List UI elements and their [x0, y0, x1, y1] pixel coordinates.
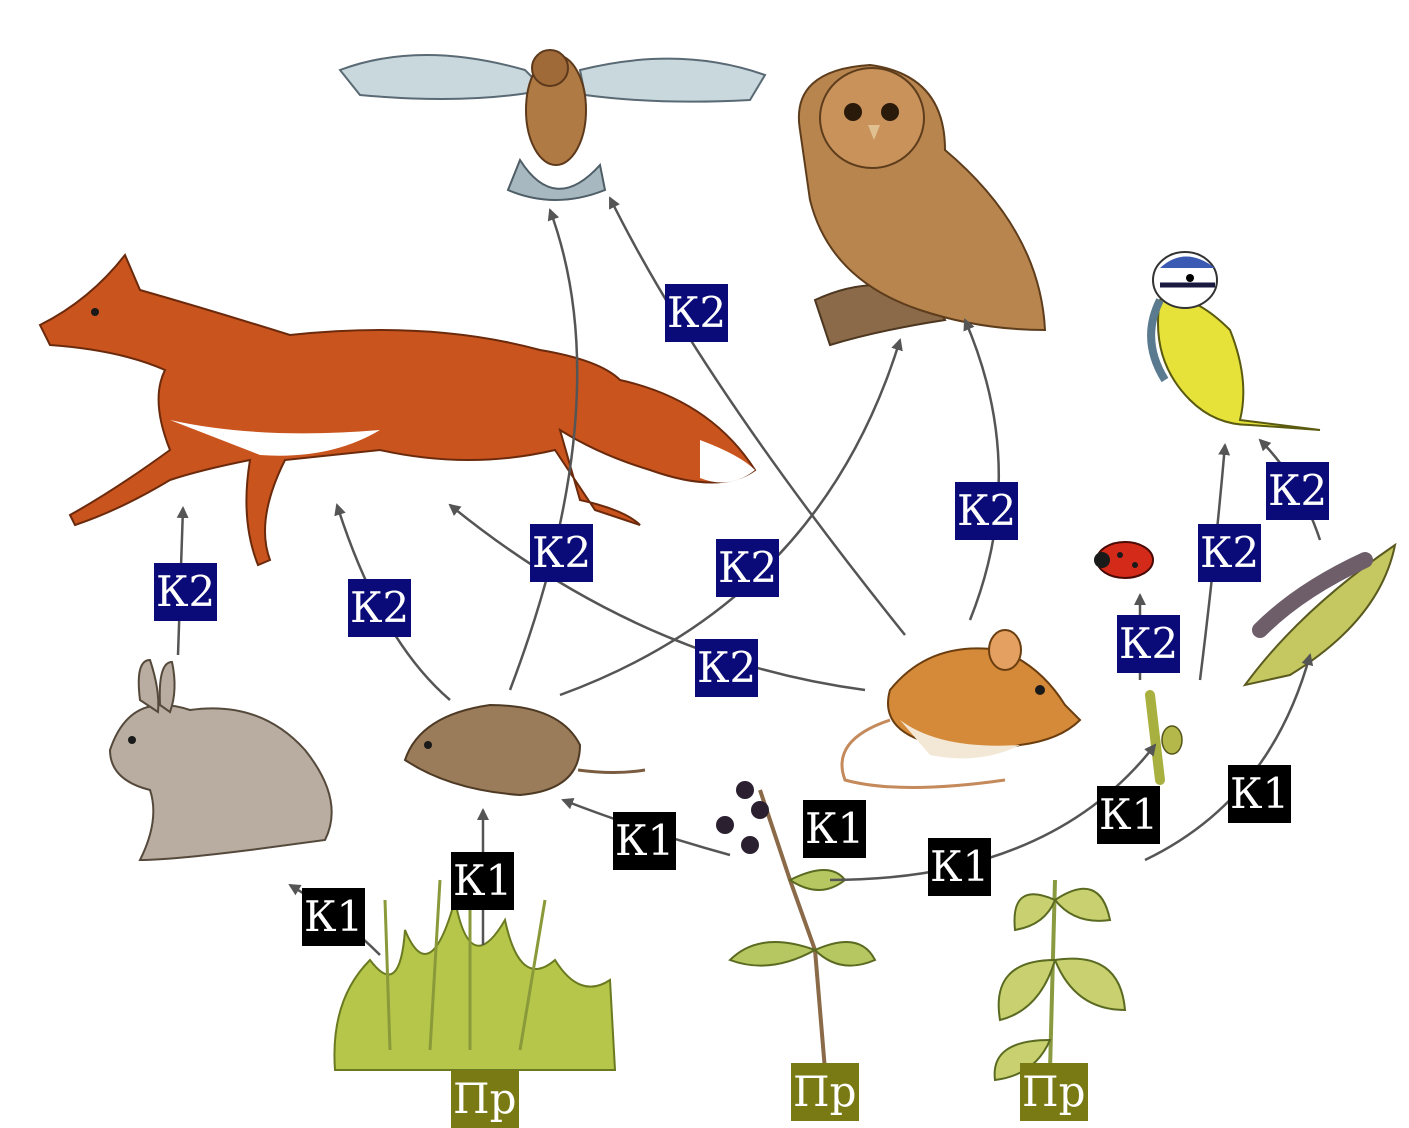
kestrel-illustration — [338, 49, 767, 201]
aphid-illustration — [1145, 690, 1183, 785]
label-k1-bramble: К1 — [803, 800, 867, 858]
label-k1-aphid-bramble: К1 — [928, 838, 992, 896]
arrow-mouse-to-kestrel — [608, 196, 906, 636]
label-k2-fox-hare: К2 — [154, 563, 218, 621]
label-k2-aphid-tit: К2 — [1198, 524, 1262, 582]
arrow-mouse-to-owl — [963, 318, 1000, 621]
blue-tit-illustration — [1147, 251, 1321, 431]
label-k2-caterpillar-tit: К2 — [1266, 462, 1330, 520]
label-k1-vole-grass: К1 — [451, 852, 515, 910]
arrow-nettle-to-caterpillar — [1144, 653, 1314, 862]
label-k2-mouse-fox: К2 — [695, 639, 759, 697]
bramble-illustration — [716, 781, 877, 1071]
label-k2-fox-vole: К2 — [348, 579, 412, 637]
label-pr-nettle: Пр — [1020, 1063, 1088, 1121]
label-k1-aphid-nettle: К1 — [1097, 786, 1161, 844]
label-k1-hare: К1 — [302, 888, 366, 946]
wood-mouse-illustration — [840, 629, 1082, 789]
label-k2-vole-owl: К2 — [716, 539, 780, 597]
nettle-illustration — [993, 879, 1127, 1082]
label-pr-grass: Пр — [451, 1070, 519, 1128]
label-k1-vole-bramble: К1 — [613, 812, 677, 870]
vole-illustration — [403, 703, 646, 797]
grass-illustration — [333, 879, 617, 1071]
owl-illustration — [797, 63, 1047, 347]
ladybird-illustration — [1094, 541, 1154, 579]
label-k2-vole-kestrel: К2 — [530, 524, 594, 582]
label-k2-kestrel: К2 — [665, 284, 729, 342]
label-k1-caterpillar: К1 — [1228, 765, 1292, 823]
arrow-vole-to-kestrel — [508, 208, 579, 691]
arrows — [176, 196, 1322, 956]
fox-illustration — [38, 253, 757, 567]
label-k2-mouse-owl: К2 — [955, 482, 1019, 540]
label-pr-bramble: Пр — [791, 1063, 859, 1121]
hare-illustration — [108, 658, 333, 862]
arrow-mouse-to-fox — [448, 503, 866, 692]
arrow-bramble-to-aphid — [829, 743, 1157, 882]
caterpillar-illustration — [1242, 542, 1397, 687]
label-k2-ladybird: К2 — [1117, 615, 1181, 673]
